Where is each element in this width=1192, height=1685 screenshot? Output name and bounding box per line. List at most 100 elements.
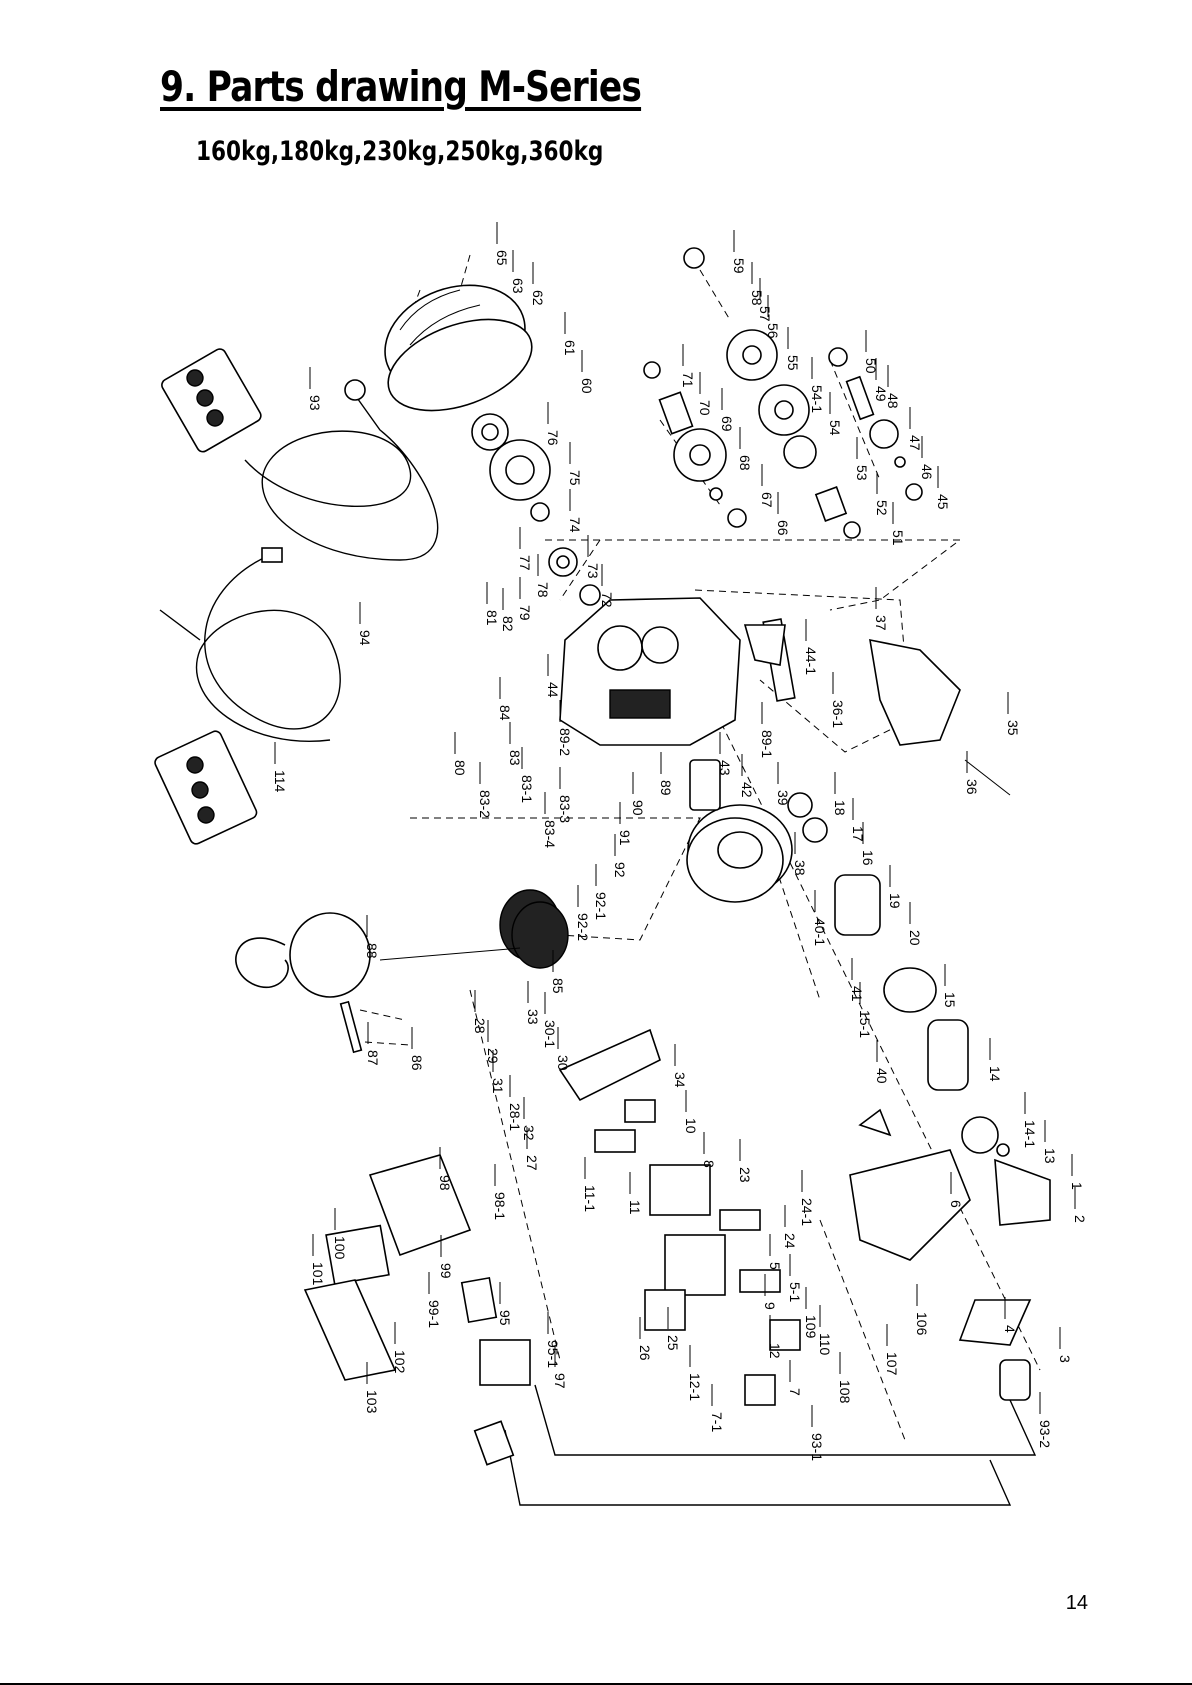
part-number-label: 85 xyxy=(550,978,566,994)
page-subtitle: 160kg,180kg,230kg,250kg,360kg xyxy=(196,136,604,167)
part-number-label: 109 xyxy=(803,1315,819,1339)
part-number-label: 97 xyxy=(552,1373,568,1389)
wire-rope-85 xyxy=(379,889,569,969)
part-number-label: 11-1 xyxy=(582,1185,598,1212)
part-number-label: 84 xyxy=(497,705,513,721)
part-number-label: 57 xyxy=(757,306,773,322)
part-number-label: 58 xyxy=(749,290,765,306)
part-number-label: 61 xyxy=(562,340,578,356)
part-number-label: 76 xyxy=(545,430,561,446)
electrical-parts xyxy=(558,1028,801,1406)
part-number-label: 15 xyxy=(942,992,958,1008)
part-number-label: 78 xyxy=(535,582,551,598)
lower-power-cord xyxy=(473,1359,1037,1506)
part-number-label: 99-1 xyxy=(426,1300,442,1328)
part-number-label: 41 xyxy=(849,986,865,1002)
part-number-label: 83-2 xyxy=(477,790,493,818)
leader-lines xyxy=(274,222,1076,1427)
part-number-label: 40-1 xyxy=(812,918,828,946)
part-number-label: 25 xyxy=(665,1335,681,1351)
part-number-label: 54 xyxy=(827,420,843,436)
part-number-label: 45 xyxy=(935,494,951,510)
part-number-labels: 123455-1677-189101111-11212-1131414-1151… xyxy=(272,250,1088,1461)
hook-88 xyxy=(235,912,371,1054)
part-number-label: 1 xyxy=(1069,1182,1085,1190)
part-number-label: 65 xyxy=(494,250,510,266)
part-number-label: 107 xyxy=(884,1352,900,1376)
part-number-label: 90 xyxy=(630,800,646,816)
part-number-label: 10 xyxy=(683,1118,699,1134)
gearbox-housing-44 xyxy=(559,597,741,746)
part-number-label: 81 xyxy=(484,610,500,626)
pendant-controller-114 xyxy=(154,730,258,845)
part-number-label: 9 xyxy=(762,1302,778,1310)
part-number-label: 2 xyxy=(1072,1215,1088,1223)
part-number-label: 46 xyxy=(919,464,935,480)
part-number-label: 67 xyxy=(759,492,775,508)
part-number-label: 98-1 xyxy=(492,1192,508,1220)
part-number-label: 83-3 xyxy=(557,795,573,823)
part-number-label: 40 xyxy=(874,1068,890,1084)
part-number-label: 4 xyxy=(1002,1325,1018,1333)
part-number-label: 44 xyxy=(545,682,561,698)
cable-drum-38 xyxy=(686,759,793,903)
part-number-label: 63 xyxy=(510,278,526,294)
part-number-label: 100 xyxy=(332,1236,348,1260)
part-number-label: 80 xyxy=(452,760,468,776)
part-number-label: 30 xyxy=(555,1055,571,1071)
part-number-label: 102 xyxy=(392,1350,408,1374)
part-number-label: 83 xyxy=(507,750,523,766)
part-number-label: 73 xyxy=(585,563,601,579)
part-number-label: 16 xyxy=(860,850,876,866)
part-number-label: 89 xyxy=(658,780,674,796)
part-number-label: 74 xyxy=(567,517,583,533)
part-number-label: 12-1 xyxy=(687,1373,703,1401)
part-number-label: 95-1 xyxy=(545,1340,561,1368)
switch-box-98 xyxy=(303,1154,531,1386)
part-number-label: 28-1 xyxy=(507,1103,523,1131)
part-number-label: 3 xyxy=(1057,1355,1073,1363)
part-number-label: 38 xyxy=(792,860,808,876)
part-number-label: 94 xyxy=(357,630,373,646)
part-number-label: 92-2 xyxy=(575,913,591,941)
part-number-label: 88 xyxy=(364,943,380,959)
part-number-label: 99 xyxy=(438,1263,454,1279)
part-number-label: 89-2 xyxy=(557,728,573,756)
part-number-label: 50 xyxy=(863,358,879,374)
part-number-label: 37 xyxy=(873,615,889,631)
part-number-label: 6 xyxy=(948,1200,964,1208)
part-number-label: 35 xyxy=(1005,720,1021,736)
part-number-label: 75 xyxy=(567,470,583,486)
part-number-label: 48 xyxy=(885,393,901,409)
part-number-label: 82 xyxy=(500,616,516,632)
part-number-label: 77 xyxy=(517,555,533,571)
part-number-label: 14 xyxy=(987,1066,1003,1082)
part-number-label: 33 xyxy=(525,1009,541,1025)
part-number-label: 17 xyxy=(850,826,866,842)
part-number-label: 103 xyxy=(364,1390,380,1414)
part-number-label: 93-1 xyxy=(809,1433,825,1461)
part-number-label: 26 xyxy=(637,1345,653,1361)
part-number-label: 93-2 xyxy=(1037,1420,1053,1448)
part-number-label: 69 xyxy=(719,416,735,432)
part-number-label: 13 xyxy=(1042,1148,1058,1164)
part-number-label: 15-1 xyxy=(857,1010,873,1038)
part-number-label: 86 xyxy=(409,1055,425,1071)
part-number-label: 59 xyxy=(731,258,747,274)
power-cord-94 xyxy=(159,547,341,742)
part-number-label: 62 xyxy=(530,290,546,306)
part-number-label: 87 xyxy=(365,1050,381,1066)
part-number-label: 98 xyxy=(437,1175,453,1191)
part-number-label: 5 xyxy=(767,1262,783,1270)
part-number-label: 31 xyxy=(490,1078,506,1094)
part-number-label: 95 xyxy=(497,1310,513,1326)
part-number-label: 66 xyxy=(775,520,791,536)
part-number-label: 91 xyxy=(617,830,633,846)
mounting-bracket-35 xyxy=(743,618,1011,796)
part-number-label: 29 xyxy=(485,1048,501,1064)
part-number-label: 30-1 xyxy=(542,1020,558,1048)
part-number-label: 89-1 xyxy=(759,730,775,758)
part-number-label: 32 xyxy=(521,1125,537,1141)
part-number-label: 56 xyxy=(765,323,781,339)
part-number-label: 14-1 xyxy=(1022,1120,1038,1148)
